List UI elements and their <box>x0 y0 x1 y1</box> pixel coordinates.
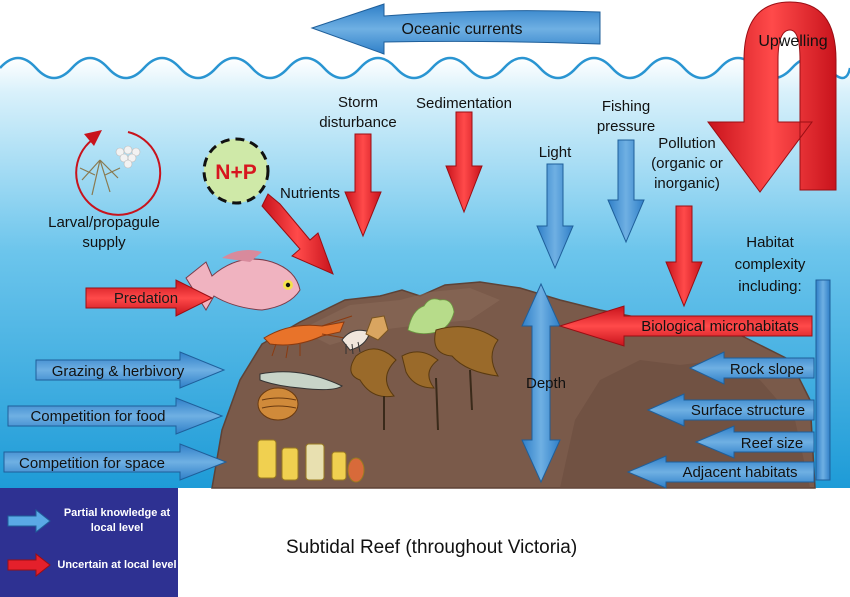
reef-rock-shade <box>560 360 810 488</box>
adjacent-habitats-label: Adjacent habitats <box>682 464 797 481</box>
storm-disturbance-group: Storm disturbance <box>319 94 397 238</box>
pollution-arrow <box>665 205 703 308</box>
predation-label: Predation <box>114 290 178 307</box>
sea-surface-line <box>0 56 850 80</box>
legend-uncertain-label: Uncertain at local level <box>57 559 177 571</box>
habitat-label-line2: complexity <box>735 256 806 273</box>
sponge-icon <box>365 315 389 341</box>
surface-structure-label: Surface structure <box>691 402 805 419</box>
fishing-pressure-group: Fishing pressure <box>597 98 655 244</box>
nutrients-arrow <box>261 193 334 275</box>
grazing-arrow: Grazing & herbivory <box>35 351 226 389</box>
pollution-label-line2: (organic or <box>651 155 723 172</box>
storm-arrow <box>344 133 382 238</box>
shrimp-icon <box>341 329 371 355</box>
light-label: Light <box>539 144 572 161</box>
habitat-complexity-group: Habitat complexity including: <box>735 234 831 481</box>
biological-microhabitats-arrow: Biological microhabitats <box>558 305 813 347</box>
legend-row-uncertain: Uncertain at local level <box>0 552 178 592</box>
legend-blue-arrow-icon <box>7 508 51 534</box>
upwelling-label: Upwelling <box>758 33 827 50</box>
nutrients-label: Nutrients <box>280 185 340 202</box>
fishing-arrow <box>607 139 645 244</box>
biological-microhabitats-label: Biological microhabitats <box>641 318 799 335</box>
surface-structure-arrow: Surface structure <box>646 393 815 427</box>
habitat-bar <box>815 279 831 481</box>
competition-food-arrow: Competition for food <box>7 397 224 435</box>
larval-supply-group: Larval/propagule supply <box>48 130 162 251</box>
habitat-label-line3: including: <box>738 278 801 295</box>
storm-label-line1: Storm <box>338 94 378 111</box>
larval-cycle-arrowhead <box>84 130 102 146</box>
light-group: Light <box>536 144 574 270</box>
legend-partial-label: Partial knowledge at local level <box>63 507 171 534</box>
np-circle <box>202 137 270 205</box>
np-label: N+P <box>215 161 256 184</box>
storm-label-line2: disturbance <box>319 114 397 131</box>
rock-slope-arrow: Rock slope <box>688 351 815 385</box>
depth-label: Depth <box>526 375 566 392</box>
seagrass-icon <box>407 298 455 334</box>
legend-row-partial: Partial knowledge at local level <box>0 502 178 542</box>
competition-food-label: Competition for food <box>30 408 165 425</box>
nutrients-group: N+P Nutrients <box>202 137 340 275</box>
fish-icon <box>185 250 301 311</box>
eggs-icon <box>115 145 141 169</box>
depth-arrow: Depth <box>521 282 566 484</box>
larval-label-line2: supply <box>82 234 126 251</box>
light-arrow <box>536 163 574 270</box>
shell-icon <box>257 387 299 421</box>
adjacent-habitats-arrow: Adjacent habitats <box>626 455 815 489</box>
sedimentation-group: Sedimentation <box>416 95 512 214</box>
competition-space-arrow: Competition for space <box>3 443 228 481</box>
larval-cycle-arrow <box>75 131 162 216</box>
predation-arrow: Predation <box>85 279 214 317</box>
diagram-caption: Subtidal Reef (throughout Victoria) <box>286 537 578 558</box>
oceanic-currents-arrow: Oceanic currents <box>310 3 601 55</box>
habitat-label-line1: Habitat <box>746 234 794 251</box>
sedimentation-label: Sedimentation <box>416 95 512 112</box>
coral-icon <box>257 439 365 483</box>
fishing-label-line1: Fishing <box>602 98 650 115</box>
pollution-label-line1: Pollution <box>658 135 716 152</box>
legend: Partial knowledge at local level Uncerta… <box>0 488 178 597</box>
larva-icon <box>79 159 121 196</box>
oceanic-currents-label: Oceanic currents <box>402 21 523 38</box>
kelp-icon <box>350 326 499 431</box>
grazing-label: Grazing & herbivory <box>52 363 185 380</box>
sedimentation-arrow <box>445 111 483 214</box>
competition-space-label: Competition for space <box>19 455 165 472</box>
larval-label-line1: Larval/propagule <box>48 214 160 231</box>
pollution-group: Pollution (organic or inorganic) <box>651 135 723 308</box>
legend-red-arrow-icon <box>7 552 51 578</box>
reef-size-label: Reef size <box>741 435 804 452</box>
fishing-label-line2: pressure <box>597 118 655 135</box>
rock-slope-label: Rock slope <box>730 361 804 378</box>
sea-cucumber-icon <box>259 371 343 391</box>
pollution-label-line3: inorganic) <box>654 175 720 192</box>
upwelling-arrow: Upwelling <box>707 1 837 193</box>
reef-size-arrow: Reef size <box>694 425 815 459</box>
